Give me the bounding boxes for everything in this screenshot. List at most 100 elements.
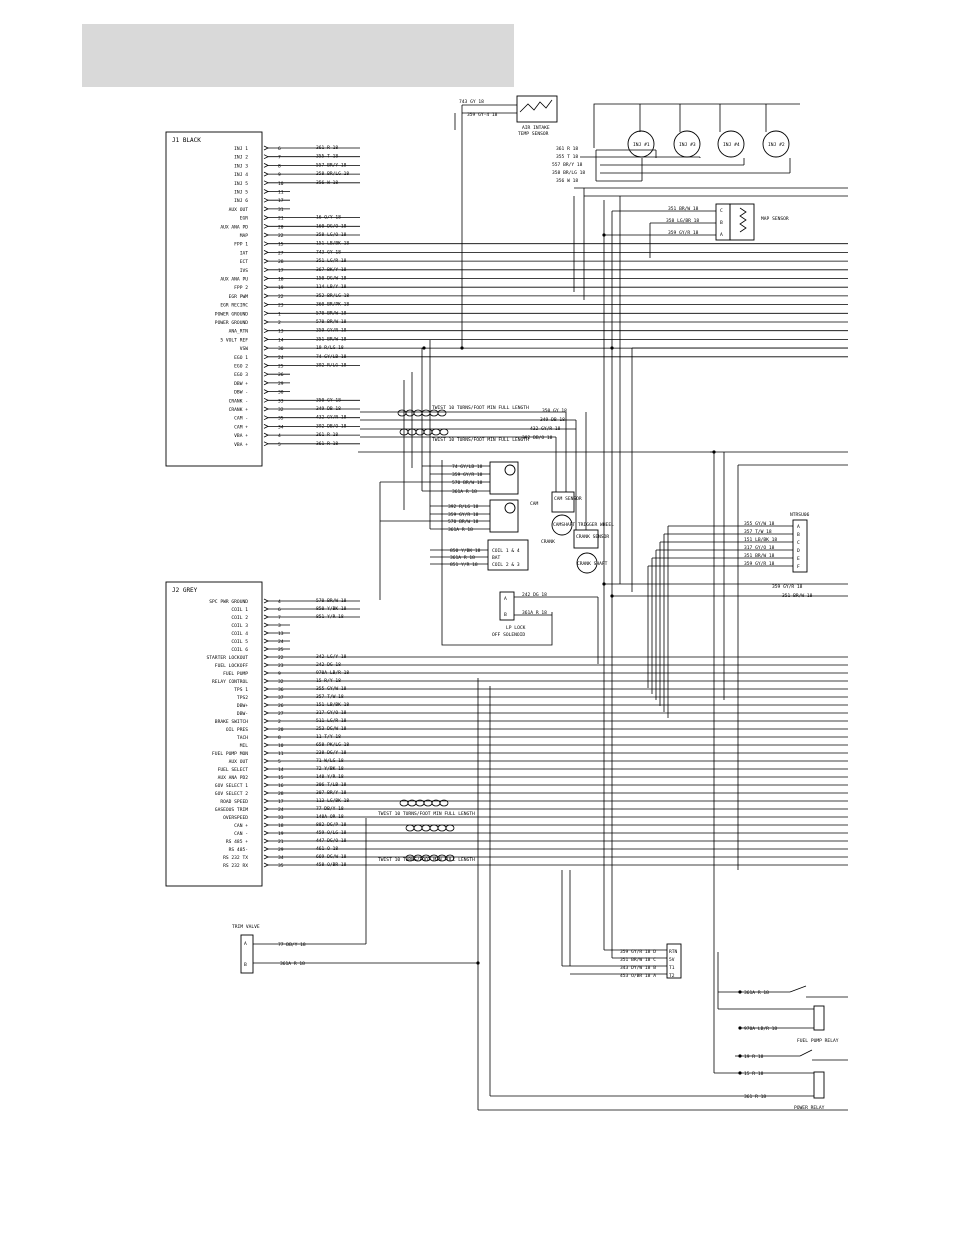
j1-title: J1 BLACK [172,137,201,144]
j2-pin-label: DBW+ [237,703,248,709]
inj-wire-2: 355 T 18 [556,154,578,160]
ntrsu-pin: C [797,540,800,546]
harness-outline [441,460,553,646]
j2-pin-number: 27 [278,711,284,717]
j2-wire-label: 317 GY/O 18 [316,710,347,716]
j1-wire-label: 356 W 18 [316,180,338,186]
j2-wire-label: 307 BR/Y 18 [316,790,347,796]
j1-wire-label: 19 R/LG 18 [316,345,344,351]
ego2-wire-2: 359 GY/R 18 [448,512,479,518]
bus-pin: T1 [669,965,675,971]
twist-label-3: TWIST 10 TURNS/FOOT MIN FULL LENGTH [378,811,475,817]
cam-sensor-label: CAM SENSOR [554,496,582,502]
map-pin-a: A [720,232,723,238]
j2-wire-label: 850 Y/BK 18 [316,606,347,612]
map-sensor-label: MAP SENSOR [761,216,789,222]
j2-pin-label: GOV SELECT 1 [215,783,248,789]
j1-wire-label: 352 BR/LG 18 [316,293,349,299]
j1-pin-number: 17 [278,268,284,274]
j2-pin-number: 16 [278,783,284,789]
j1-pin-label: AUX OUT [229,207,249,213]
j2-pin-number: 2 [278,719,281,725]
j1-pin-number: 9 [278,172,281,178]
j2-wire-label: 511 LG/R 18 [316,718,347,724]
j2-pin-label: GASEOUS TRIM [215,807,248,813]
j2-wire-label: 238 DG/Y 18 [316,750,347,756]
j2-pin-label: AUX ANA PD2 [218,775,249,781]
j1-pin-number: 35 [278,416,284,422]
ego-sensor-1: 74 GY/LB 18 359 GY/R 18 570 BR/W 18 361A… [380,461,519,495]
j2-wire-label: 71 W/LG 18 [316,758,344,764]
power-relay-wire-3: 361 R 18 [744,1094,766,1100]
air-intake-wire-1: 743 GY 18 [459,99,484,105]
j2-pin-label: OIL PRES [226,727,248,733]
j2-pin-number: 9 [278,671,281,677]
j2-pin-label: MIL [240,743,249,749]
j2-pin-number: 22 [278,655,284,661]
j1-pin-label: CRANK - [229,398,248,404]
j1-wire-label: 350 GY 18 [316,397,341,403]
j1-pin-number: 5 [278,442,281,448]
j2-pin-number: 23 [278,663,284,669]
coil-label-2: BAT [492,555,501,561]
j1-pin-number: 17 [278,198,284,204]
j2-pin-number: 15 [278,775,284,781]
harness-verticals [358,150,848,1111]
j1-pin-label: AUX ANA PD [220,224,248,230]
j1-pin-label: IVS [240,268,249,274]
j2-pin-number: 24 [278,807,284,813]
power-relay-wire-2: 15 R 18 [744,1071,764,1077]
j1-pin-label: IAT [240,250,249,256]
fp-relay-wire-1: 361A R 18 [744,990,769,996]
cam-crank-sensors: CAM SENSOR CAMSHAFT TRIGGER WHEEL CRANK … [530,491,614,574]
twist-coil [439,799,449,807]
j1-pin-number: 13 [278,329,284,335]
twist-coil [445,824,455,832]
twist-coil [397,409,407,417]
j2-wire-label: 72 Y/BK 18 [316,766,344,772]
j1-wire-label: 114 LB/Y 18 [316,284,347,290]
twist-coil [423,428,433,436]
j2-wire-label: 970A LB/R 18 [316,670,349,676]
j1-wire-label: 150 DG/W 18 [316,276,347,282]
j1-pin-number: 31 [278,207,284,213]
j1-pin-row: AUX OUT 31 [229,206,290,213]
j2-pin-label: COIL 6 [231,647,248,653]
ntrsu-pin: E [797,556,800,562]
fuel-pump-relay-label: FUEL PUMP RELAY [797,1038,839,1044]
j1-pin-number: 18 [278,277,284,283]
j1-pin-label: FPP 1 [234,242,248,248]
j1-pin-number: 25 [278,364,284,370]
j2-pin-number: 25 [278,647,284,653]
j1-pin-label: FPP 2 [234,285,248,291]
j2-pin-label: FUEL LOCKOFF [215,663,248,669]
lp-label-1: LP LOCK [506,625,526,631]
j2-pin-label: TPS 1 [234,687,248,693]
ntrsu-pin: D [797,548,800,554]
j1-wire-label: 351 BR/W 18 [316,336,347,342]
sensor-wheel-label: CAMSHAFT TRIGGER WHEEL [553,522,614,528]
ntrsu-wire-label: 351 BR/W 18 [744,553,775,559]
j1-pin-number: 24 [278,355,284,361]
lp-pin-b: B [504,612,507,618]
j2-pin-label: COIL 3 [231,623,248,629]
j1-pin-number: 15 [278,242,284,248]
j2-pin-number: 19 [278,831,284,837]
ntrsu-extra-1: 359 GY/R 18 [772,584,803,590]
coil-label-1: COIL 1 & 4 [492,548,520,554]
